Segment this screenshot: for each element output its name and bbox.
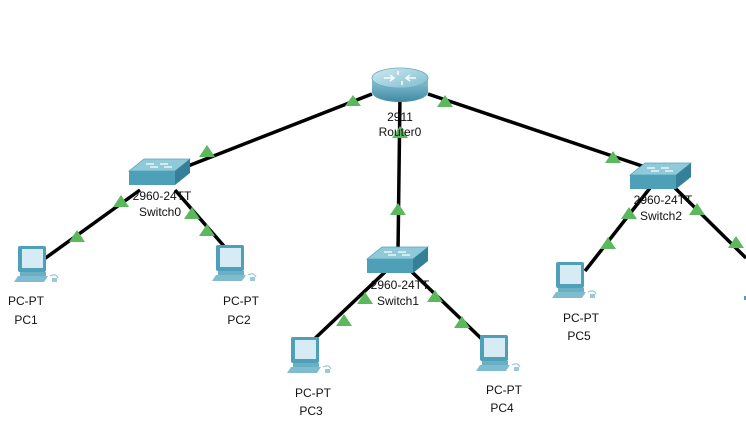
- link-switch0-pc2[interactable]: [173, 188, 232, 255]
- link-router0-switch1[interactable]: [396, 94, 402, 253]
- link-up-indicator: [336, 314, 352, 326]
- link-up-indicator: [621, 207, 637, 219]
- device-model-label: PC-PT: [563, 311, 600, 325]
- switch-icon: [127, 158, 192, 185]
- device-name-label: Router0: [379, 125, 422, 139]
- pc-icon: [476, 335, 521, 371]
- link-up-indicator: [390, 203, 406, 215]
- device-model-label: 2960-24TT: [133, 189, 192, 203]
- link-up-indicator: [437, 95, 453, 107]
- link-up-indicator: [427, 290, 443, 302]
- link-switch1-pc3[interactable]: [306, 270, 387, 347]
- pc-icon: [287, 337, 332, 373]
- pc-icon: [14, 246, 59, 282]
- device-name-label: PC5: [567, 329, 591, 343]
- link-up-indicator: [392, 126, 408, 138]
- link-switch0-pc1[interactable]: [38, 188, 142, 264]
- device-name-label: PC4: [490, 401, 514, 415]
- link-status-indicators: [69, 95, 744, 328]
- switch-icon: [628, 162, 693, 189]
- link-up-indicator: [728, 236, 744, 248]
- link-switch1-pc4[interactable]: [410, 270, 490, 347]
- link-up-indicator: [113, 195, 129, 207]
- device-pc5[interactable]: PC-PT PC5: [552, 262, 600, 343]
- offscreen-pc-fragment: [744, 296, 746, 300]
- pc-icon: [212, 245, 257, 281]
- link-up-indicator: [184, 207, 200, 219]
- link-router0-switch2[interactable]: [427, 92, 661, 174]
- link-up-indicator: [199, 145, 215, 157]
- device-name-label: Switch2: [640, 209, 682, 223]
- device-name-label: PC1: [14, 313, 38, 327]
- link-up-indicator: [199, 224, 215, 236]
- switch-icon: [365, 246, 430, 273]
- device-name-label: Switch0: [139, 205, 181, 219]
- link-up-indicator: [600, 237, 616, 249]
- device-model-label: PC-PT: [223, 294, 260, 308]
- device-router0[interactable]: 2911 Router0: [371, 67, 429, 139]
- device-model-label: PC-PT: [8, 294, 45, 308]
- device-switch2[interactable]: 2960-24TT Switch2: [628, 162, 693, 223]
- device-model-label: PC-PT: [486, 383, 523, 397]
- link-switch2-pc5[interactable]: [583, 186, 652, 273]
- link-up-indicator: [689, 203, 705, 215]
- device-name-label: PC2: [227, 313, 251, 327]
- device-model-label: 2911: [387, 110, 413, 124]
- device-name-label: PC3: [299, 404, 323, 418]
- device-switch1[interactable]: 2960-24TT Switch1: [365, 246, 430, 308]
- link-up-indicator: [357, 292, 373, 304]
- link-up-indicator: [454, 316, 470, 328]
- link-up-indicator: [69, 230, 85, 242]
- device-pc2[interactable]: PC-PT PC2: [212, 245, 260, 327]
- device-pc3[interactable]: PC-PT PC3: [287, 337, 332, 418]
- links: [38, 92, 746, 347]
- link-up-indicator: [605, 151, 621, 163]
- link-router0-switch0[interactable]: [164, 92, 373, 177]
- device-model-label: 2960-24TT: [371, 278, 430, 292]
- device-switch0[interactable]: 2960-24TT Switch0: [127, 158, 192, 219]
- pc-icon: [552, 262, 597, 298]
- device-model-label: PC-PT: [295, 386, 332, 400]
- device-name-label: Switch1: [377, 294, 419, 308]
- device-pc4[interactable]: PC-PT PC4: [476, 335, 523, 415]
- router-icon: [371, 67, 429, 102]
- device-model-label: 2960-24TT: [634, 193, 693, 207]
- link-up-indicator: [345, 95, 361, 106]
- device-pc1[interactable]: PC-PT PC1: [8, 246, 59, 327]
